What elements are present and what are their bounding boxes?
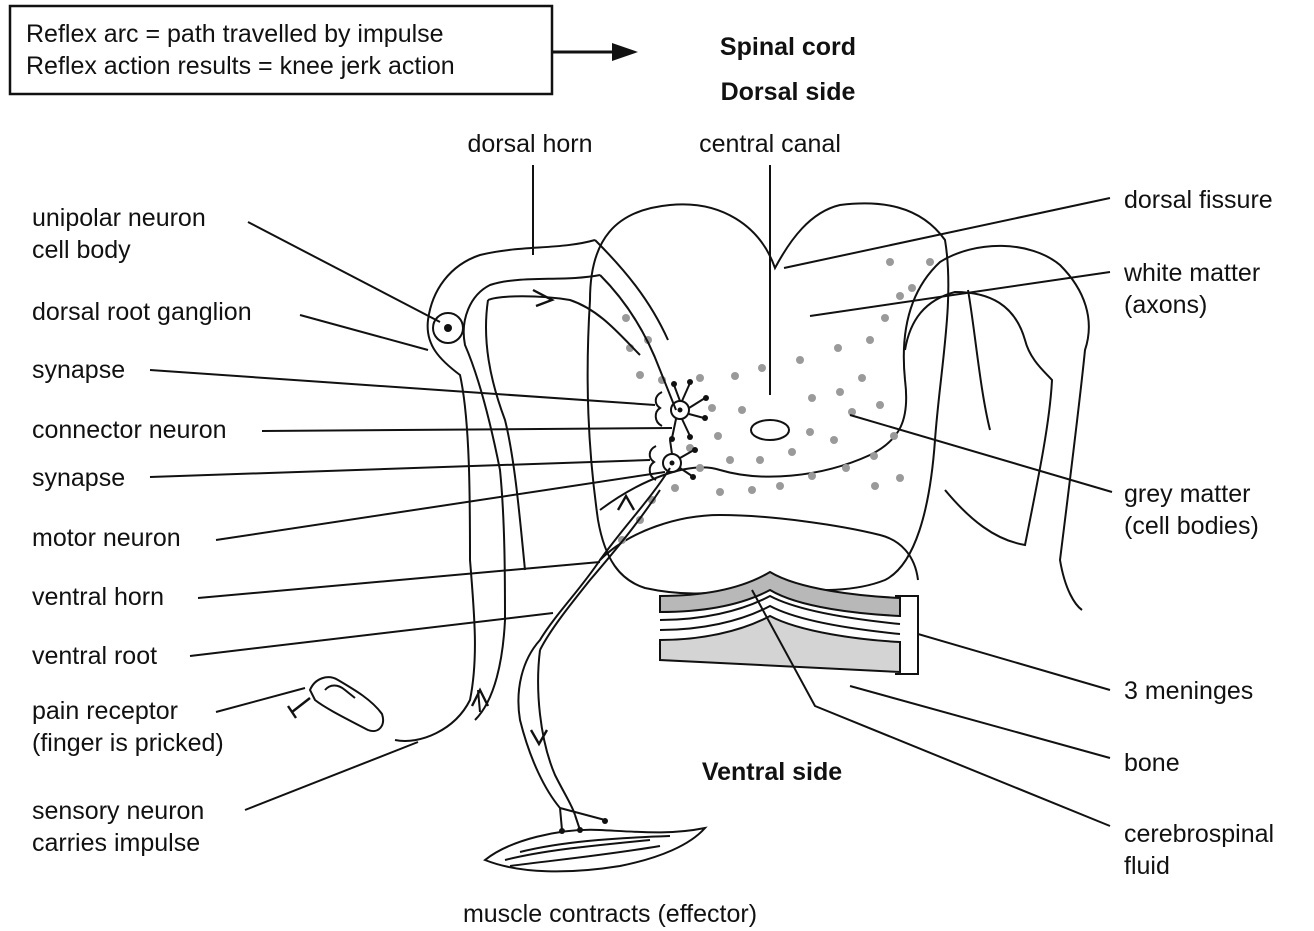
label-pain-receptor-line2: (finger is pricked) <box>32 729 224 757</box>
title-spinal-cord: Spinal cord <box>720 33 856 61</box>
label-meninges: 3 meninges <box>1124 677 1253 705</box>
grey-matter-dots <box>618 258 934 544</box>
info-box-line-1: Reflex arc = path travelled by impulse <box>26 20 444 48</box>
label-bone: bone <box>1124 749 1180 777</box>
label-ventral-horn: ventral horn <box>32 583 164 611</box>
label-grey-matter-line2: (cell bodies) <box>1124 512 1259 540</box>
label-grey-matter: grey matter <box>1124 480 1250 508</box>
info-box-line-2: Reflex action results = knee jerk action <box>26 52 455 80</box>
info-arrow <box>552 43 638 61</box>
muscle-effector <box>485 808 705 871</box>
label-central-canal: central canal <box>699 130 841 158</box>
connector-neuron-cell <box>656 379 709 442</box>
label-dorsal-fissure: dorsal fissure <box>1124 186 1273 214</box>
spinal-cord-outline <box>588 203 1089 610</box>
label-cerebrospinal-fluid: cerebrospinal <box>1124 820 1274 848</box>
label-dorsal-root-ganglion: dorsal root ganglion <box>32 298 252 326</box>
label-ventral-root: ventral root <box>32 642 157 670</box>
title-ventral-side: Ventral side <box>702 758 842 786</box>
label-unipolar-neuron: unipolar neuron <box>32 204 206 232</box>
label-motor-neuron: motor neuron <box>32 524 181 552</box>
motor-neuron-path <box>518 468 670 815</box>
label-sensory-neuron: sensory neuron <box>32 797 204 825</box>
label-connector-neuron: connector neuron <box>32 416 227 444</box>
central-canal-shape <box>751 420 789 440</box>
label-cerebrospinal-fluid-line2: fluid <box>1124 852 1170 880</box>
label-muscle: muscle contracts (effector) <box>463 900 757 928</box>
sensory-neuron-path <box>395 240 676 741</box>
labels: dorsal horn central canal unipolar neuro… <box>32 130 1274 928</box>
info-box: Reflex arc = path travelled by impulse R… <box>10 6 552 94</box>
label-pain-receptor: pain receptor <box>32 697 178 725</box>
finger-pain-receptor <box>288 677 383 731</box>
label-synapse-2: synapse <box>32 464 125 492</box>
label-sensory-neuron-line2: carries impulse <box>32 829 200 857</box>
label-white-matter: white matter <box>1123 259 1260 287</box>
label-white-matter-line2: (axons) <box>1124 291 1207 319</box>
label-unipolar-neuron-line2: cell body <box>32 236 131 264</box>
title-dorsal-side: Dorsal side <box>721 78 856 106</box>
leader-lines <box>150 165 1112 826</box>
label-dorsal-horn: dorsal horn <box>467 130 592 158</box>
label-synapse-1: synapse <box>32 356 125 384</box>
